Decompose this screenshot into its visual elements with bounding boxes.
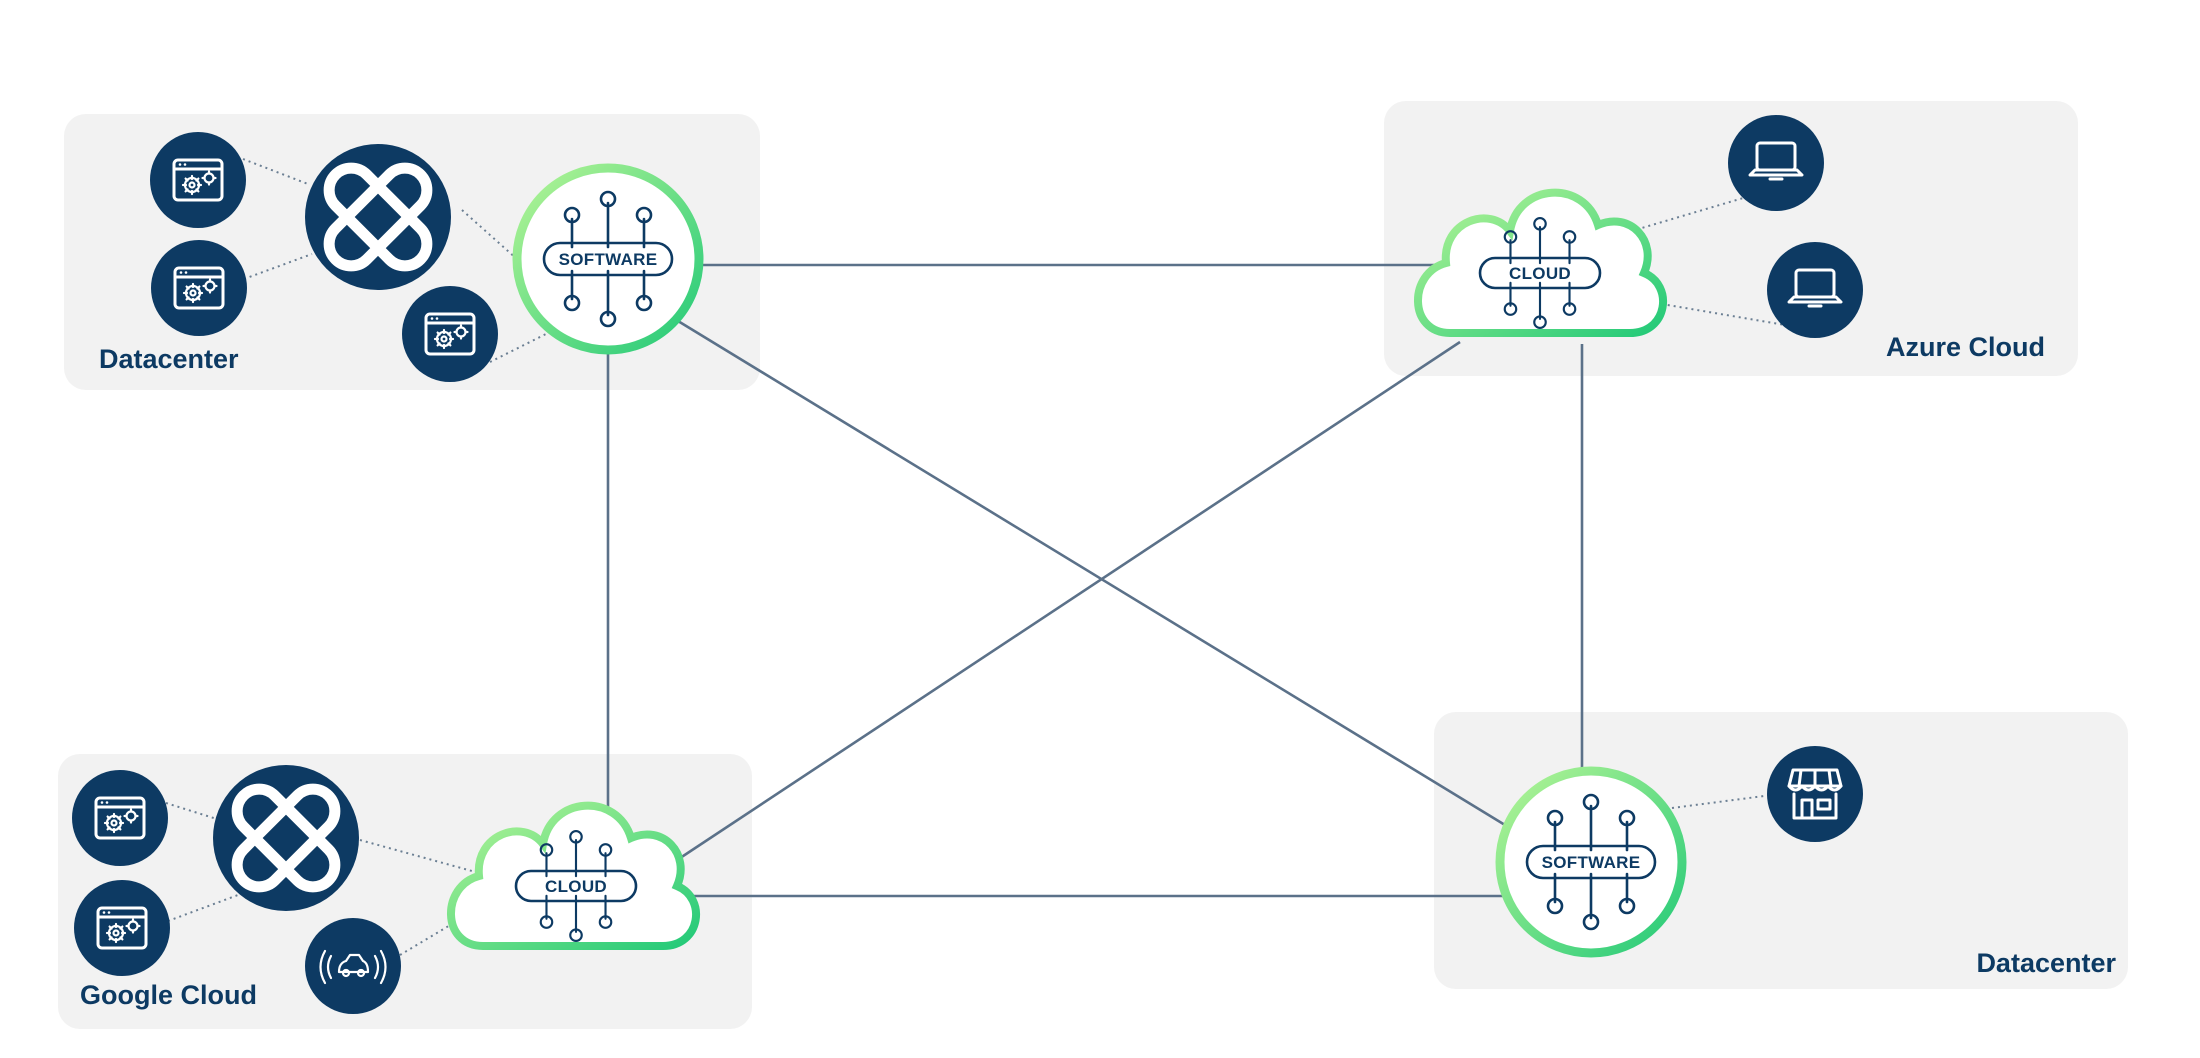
- bottom-left-app-window-2: [74, 880, 170, 976]
- hub-top-left-software: SOFTWARE: [512, 163, 704, 355]
- hub-bottom-right-software: SOFTWARE: [1495, 766, 1687, 958]
- top-left-app-window-3: [402, 286, 498, 382]
- top-right-laptop-2: [1767, 242, 1863, 338]
- network-links: [606, 263, 1584, 898]
- top-left-app-window-2: [151, 240, 247, 336]
- top-right-laptop-1: [1728, 115, 1824, 211]
- top-left-app-window-1: [150, 132, 246, 228]
- hub-top-right-label: CLOUD: [1509, 264, 1571, 283]
- link-tl-br: [677, 319, 1506, 827]
- top-left-cluster: [305, 144, 451, 290]
- hub-top-right-cloud: CLOUD: [1414, 188, 1667, 337]
- region-top-right-label: Azure Cloud: [1886, 332, 2045, 362]
- bottom-left-app-window-1: [72, 770, 168, 866]
- hub-top-left-label: SOFTWARE: [559, 250, 658, 269]
- bottom-right-store: [1767, 746, 1863, 842]
- hub-bottom-left-label: CLOUD: [545, 877, 607, 896]
- link-tr-bl: [664, 340, 1461, 870]
- bottom-left-vehicle: [305, 918, 401, 1014]
- region-bottom-right-label: Datacenter: [1976, 948, 2116, 978]
- hub-bottom-left-cloud: CLOUD: [447, 801, 700, 950]
- bottom-left-cluster: [213, 765, 359, 911]
- region-bottom-left-label: Google Cloud: [80, 980, 257, 1010]
- region-top-left-label: Datacenter: [99, 344, 239, 374]
- hub-bottom-right-label: SOFTWARE: [1542, 853, 1641, 872]
